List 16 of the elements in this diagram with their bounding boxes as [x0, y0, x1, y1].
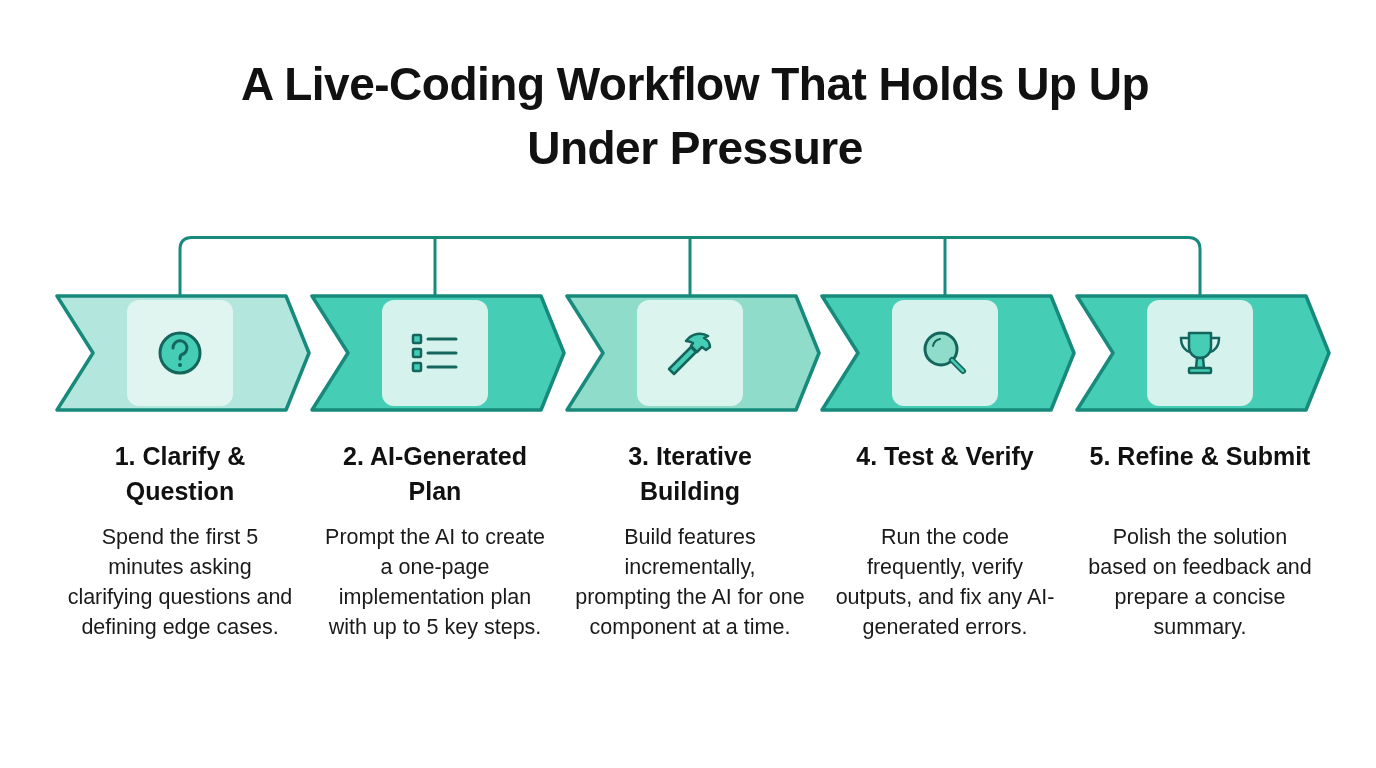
connector-line	[688, 239, 692, 295]
step-heading: 3. Iterative Building	[627, 441, 753, 507]
step-heading: 2. AI-Generated Plan	[342, 441, 528, 507]
step-description: Polish the solution based on feedback and prepare a concise summary.	[1087, 524, 1313, 641]
step-description: Spend the first 5 minutes asking clarifying questions and defining edge cases.	[66, 524, 294, 641]
step-heading: 4. Test & Verify	[855, 441, 1035, 472]
step-heading: 1. Clarify & Question	[113, 441, 247, 507]
connector-line	[433, 239, 437, 295]
step-description: Build features incrementally, prompting the AI for one component at a time.	[575, 524, 805, 641]
bus-line	[190, 236, 1184, 239]
step-description: Run the code frequently, verify outputs, and fix any AI-generated errors.	[834, 524, 1056, 641]
step-heading: 5. Refine & Submit	[1088, 441, 1312, 472]
connector-line	[1184, 236, 1202, 295]
connector-line	[943, 239, 947, 295]
title: A Live-Coding Workflow That Holds Up Up Under Pressure	[239, 57, 1151, 176]
step-description: Prompt the AI to create a one-page implementation plan with up to 5 key steps.	[324, 524, 546, 641]
